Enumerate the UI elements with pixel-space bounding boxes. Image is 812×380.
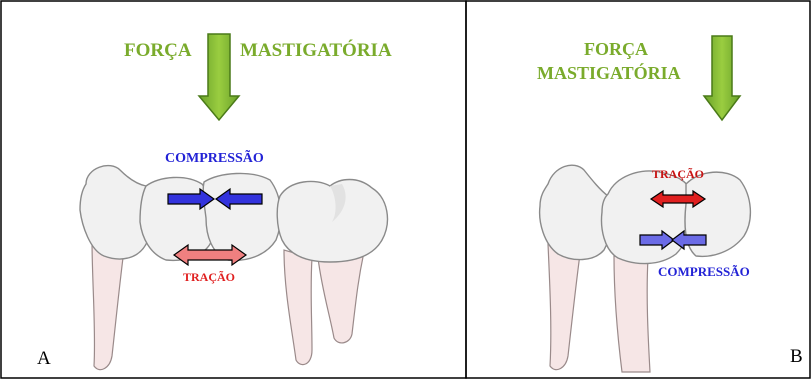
- panel-b-crown-left: [540, 165, 612, 259]
- panel-b-letter: B: [790, 346, 803, 367]
- panel-a-crown-mid2: [203, 173, 281, 260]
- panel-a-force-arrow: [199, 34, 239, 120]
- panel-a-crown-mid1: [140, 177, 214, 260]
- panel-b: FORÇA MASTIGATÓRIA TRAÇÃO COMPRESSÃO B: [537, 36, 803, 372]
- panel-a-crown-right: [277, 180, 387, 263]
- panel-b-crown-mid: [602, 171, 694, 264]
- panel-a-letter: A: [37, 348, 51, 369]
- panel-a-root-right-2: [318, 252, 364, 343]
- panel-a-traction-arrow: [174, 245, 246, 265]
- panel-b-compression-label: COMPRESSÃO: [658, 264, 750, 279]
- panel-a: FORÇA MASTIGATÓRIA COMPRESSÃO TRAÇÃO A: [37, 34, 392, 370]
- panel-a-force-right: MASTIGATÓRIA: [240, 39, 392, 61]
- panel-b-root-mid: [614, 256, 650, 372]
- panel-b-force-arrow: [704, 36, 740, 120]
- panel-a-compression-label: COMPRESSÃO: [165, 148, 264, 166]
- panel-a-traction-label: TRAÇÃO: [183, 270, 235, 284]
- panel-b-force-line1: FORÇA: [584, 39, 648, 59]
- panel-b-traction-label: TRAÇÃO: [652, 167, 704, 181]
- panel-a-root-right-1: [284, 250, 312, 365]
- panel-a-force-left: FORÇA: [124, 40, 192, 61]
- panel-b-root-left: [548, 244, 580, 370]
- panel-b-force-line2: MASTIGATÓRIA: [537, 62, 681, 83]
